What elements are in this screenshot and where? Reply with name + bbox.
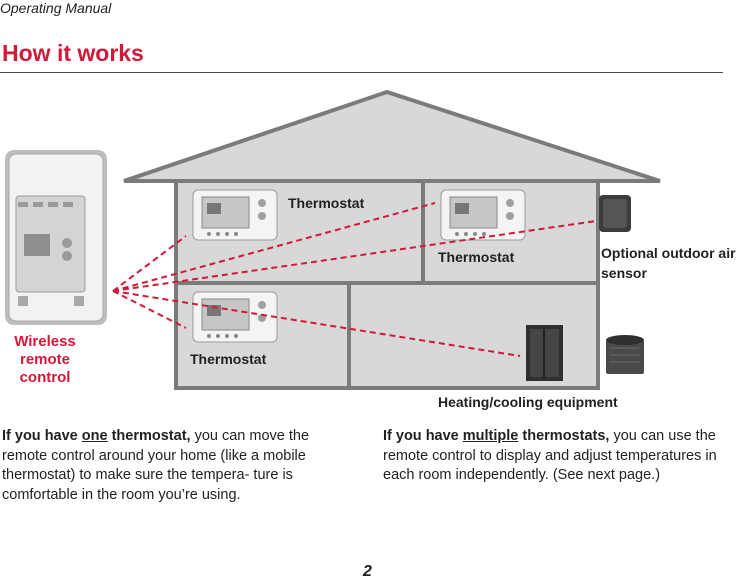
paragraph-multiple-thermostats: If you have multiple thermostats, you ca… <box>383 427 735 486</box>
title-rule <box>0 72 723 73</box>
section-header: Operating Manual <box>0 0 112 16</box>
house-illustration <box>5 89 661 390</box>
signal-line-thermostat-upper-right <box>112 202 436 292</box>
signal-line-thermostat-upper-left <box>112 235 187 292</box>
label-heating-cooling-equipment: Heating/cooling equipment <box>438 394 618 410</box>
house-roof <box>123 89 661 183</box>
label-thermostat-upper-right: Thermostat <box>438 249 515 265</box>
paragraph-one-thermostat: If you have one thermostat, you can move… <box>2 427 354 505</box>
outdoor-sensor <box>599 195 631 232</box>
thermostat-upper-right <box>440 189 526 241</box>
page-title: How it works <box>2 40 144 66</box>
paragraph-multiple-lead2: thermostats, <box>518 428 610 444</box>
paragraph-one-text: you can move the remote control around y… <box>2 428 310 503</box>
paragraph-multiple-emphasis: multiple <box>462 428 519 444</box>
paragraph-multiple-text: you can use the remote control to displa… <box>383 428 717 483</box>
paragraph-one-lead2: thermostat, <box>107 428 191 444</box>
label-wireless-remote: Wireless remote control <box>14 333 76 386</box>
paragraph-one-lead: If you have <box>2 428 82 444</box>
paragraph-one-emphasis: one <box>81 428 108 444</box>
signal-lines <box>112 202 597 357</box>
thermostat-lower <box>192 291 278 343</box>
page-number: 2 <box>363 563 372 580</box>
label-outdoor-sensor: Optional outdoor air sensor <box>601 245 736 281</box>
signal-line-equipment <box>112 290 521 357</box>
label-thermostat-lower: Thermostat <box>190 351 267 367</box>
paragraph-multiple-lead: If you have <box>383 428 463 444</box>
signal-line-outdoor-sensor <box>112 220 597 292</box>
furnace <box>526 325 563 381</box>
thermostat-upper-left <box>192 189 278 241</box>
signal-line-thermostat-lower <box>112 290 187 329</box>
ac-unit <box>606 335 644 374</box>
label-thermostat-upper-left: Thermostat <box>288 195 365 211</box>
wireless-remote-device <box>5 150 107 325</box>
